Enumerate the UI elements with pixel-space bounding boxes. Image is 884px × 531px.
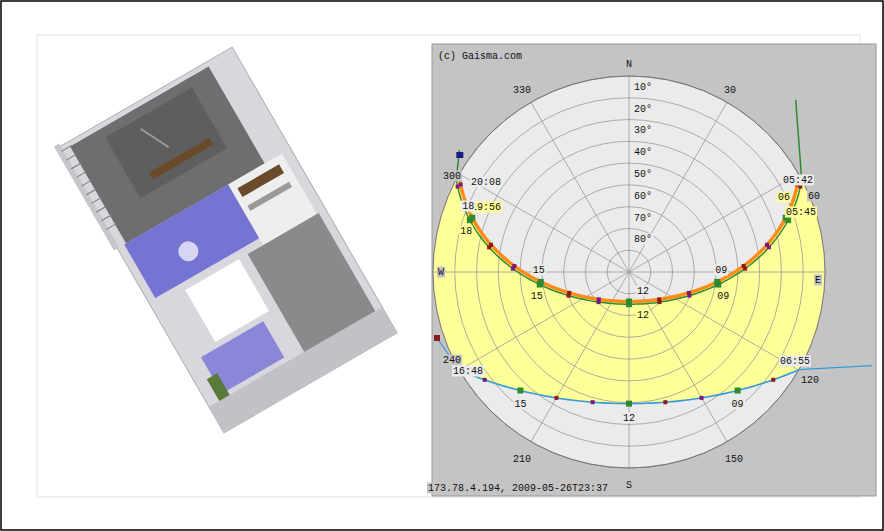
chart-label: 80° — [633, 234, 653, 245]
stair-line — [86, 189, 96, 195]
hour-marker — [591, 400, 595, 404]
chart-label: 18 — [459, 225, 473, 236]
azimuth-spoke — [531, 102, 629, 272]
hour-marker — [785, 217, 791, 223]
stair-line — [71, 163, 81, 169]
stair-line — [61, 145, 71, 151]
sunrise-leader — [796, 100, 802, 179]
chart-label: 12 — [622, 412, 636, 423]
chart-label: (c) Gaisma.com — [437, 51, 523, 62]
azimuth-spoke — [459, 174, 629, 272]
stair-line — [91, 197, 101, 203]
horizon-circle — [433, 76, 825, 468]
chart-label: N — [625, 59, 633, 70]
chart-label: 30° — [633, 125, 653, 136]
hour-marker — [626, 301, 632, 307]
chart-label: 120 — [800, 375, 820, 386]
chart-label: W — [437, 267, 445, 278]
chart-label: 60 — [807, 191, 821, 202]
hour-marker — [597, 300, 601, 304]
chart-label: 60° — [633, 190, 653, 201]
chart-label: 06:55 — [779, 356, 811, 367]
hour-marker — [537, 282, 543, 288]
stair-line — [101, 215, 111, 221]
hour-marker — [517, 388, 523, 394]
chart-label: E — [814, 275, 822, 286]
azimuth-spoke — [629, 174, 799, 272]
hour-marker — [657, 300, 661, 304]
hour-marker — [715, 282, 721, 288]
chart-label: 10° — [633, 81, 653, 92]
chart-label: 06 — [777, 192, 791, 203]
chart-label: 09 — [731, 398, 745, 409]
chart-label: 05:42 — [782, 175, 814, 186]
azimuth-spoke — [629, 102, 727, 272]
chart-label: 12 — [636, 285, 650, 296]
chart-label: 330 — [512, 85, 532, 96]
hour-marker — [735, 388, 741, 394]
chart-label: 210 — [512, 454, 532, 465]
hour-marker — [663, 400, 667, 404]
hour-marker — [626, 401, 632, 407]
stair-lines — [61, 145, 116, 229]
chart-label: 30 — [723, 85, 737, 96]
hour-marker — [567, 294, 571, 298]
stair-line — [66, 154, 76, 160]
hour-marker — [467, 217, 473, 223]
chart-label: 240 — [442, 355, 462, 366]
chart-label: 15 — [530, 290, 544, 301]
end-marker — [434, 335, 440, 341]
hour-marker — [487, 245, 491, 249]
chart-label: 300 — [442, 171, 462, 182]
sun-path-chart — [433, 76, 872, 468]
hour-marker — [767, 245, 771, 249]
chart-label: 50° — [633, 169, 653, 180]
chart-label: S — [625, 480, 633, 491]
chart-label: 15 — [532, 264, 546, 275]
chart-label: 05:45 — [785, 207, 817, 218]
stair-line — [81, 180, 91, 186]
azimuth-spoke — [629, 76, 630, 272]
chart-ground — [432, 44, 876, 496]
chart-label: 12 — [636, 309, 650, 320]
chart-label: 70° — [633, 212, 653, 223]
stair-line — [76, 171, 86, 177]
hour-marker — [687, 294, 691, 298]
chart-label: 09 — [714, 264, 728, 275]
hour-marker — [511, 267, 515, 271]
today-path — [456, 179, 801, 304]
summer-path — [459, 174, 799, 301]
chart-label: 173.78.4.194, 2009-05-26T23:37 — [427, 483, 609, 494]
hour-marker — [483, 378, 487, 382]
chart-label: 18 — [461, 200, 475, 211]
end-marker — [456, 152, 463, 158]
hour-marker — [771, 378, 775, 382]
horizon-outline — [433, 76, 825, 468]
stair-line — [106, 223, 116, 229]
hour-marker — [456, 185, 460, 189]
stair-line — [96, 206, 106, 212]
hour-marker — [554, 396, 558, 400]
hour-marker — [700, 396, 704, 400]
chart-label: 16:48 — [452, 366, 484, 377]
chart-label: 150 — [724, 454, 744, 465]
hour-marker — [743, 267, 747, 271]
chart-label: 20° — [633, 103, 653, 114]
building-render — [54, 45, 397, 435]
chart-label: 20:08 — [470, 177, 502, 188]
chart-label: 09 — [716, 290, 730, 301]
chart-label: 40° — [633, 147, 653, 158]
winter-path — [459, 370, 799, 404]
chart-label: 15 — [513, 398, 527, 409]
